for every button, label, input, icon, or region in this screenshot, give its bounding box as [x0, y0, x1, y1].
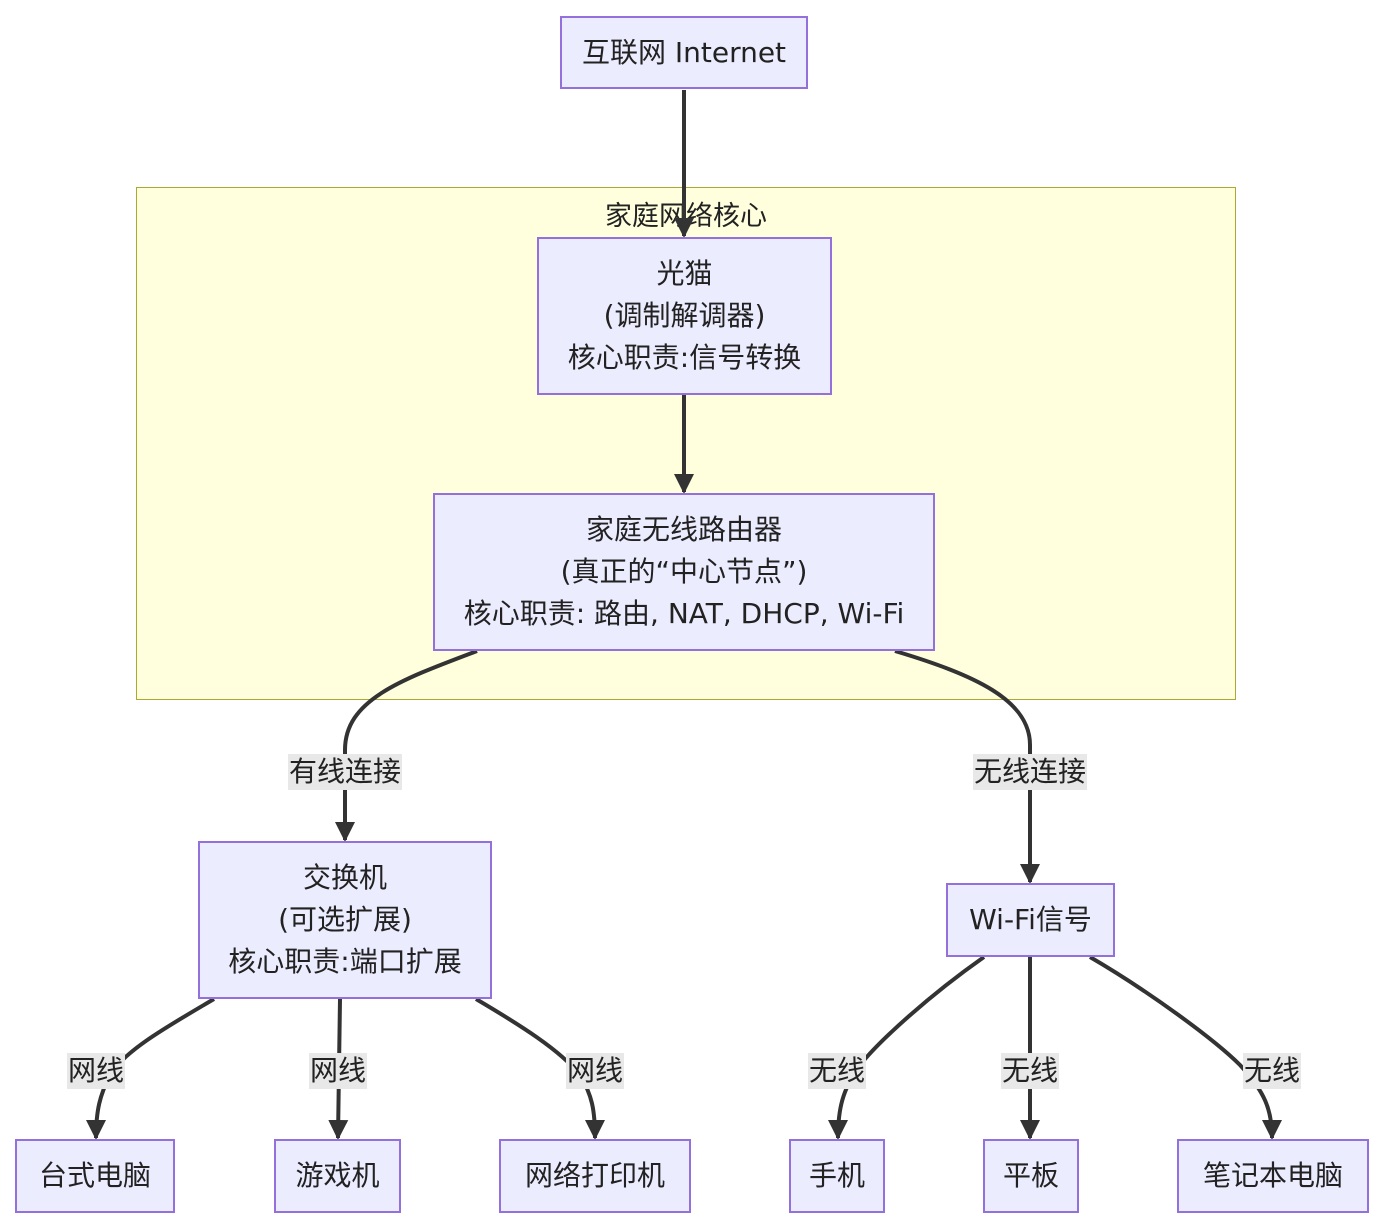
node-wifi-label: Wi-Fi信号 — [969, 903, 1092, 936]
node-switch-line-3: 核心职责:端口扩展 — [228, 945, 462, 978]
node-switch-line-1: 交换机 — [302, 861, 387, 894]
node-switch[interactable]: 交换机 (可选扩展) 核心职责:端口扩展 — [198, 841, 492, 999]
node-console-label: 游戏机 — [295, 1159, 380, 1192]
edge-router-switch — [335, 649, 478, 842]
node-router[interactable]: 家庭无线路由器 (真正的“中心节点”) 核心职责: 路由, NAT, DHCP,… — [433, 493, 935, 651]
edge-label-wireless-tablet: 无线 — [1000, 1053, 1060, 1089]
node-switch-line-2: (可选扩展) — [278, 903, 412, 936]
node-router-line-2: (真正的“中心节点”) — [560, 555, 808, 588]
node-router-line-1: 家庭无线路由器 — [585, 513, 782, 546]
node-wifi[interactable]: Wi-Fi信号 — [946, 883, 1115, 957]
edge-wifi-laptop — [1088, 955, 1282, 1140]
node-printer[interactable]: 网络打印机 — [499, 1139, 691, 1213]
node-laptop-label: 笔记本电脑 — [1202, 1159, 1343, 1192]
node-modem-line-3: 核心职责:信号转换 — [567, 341, 802, 374]
edge-label-cable-desktop: 网线 — [66, 1053, 126, 1089]
node-desktop[interactable]: 台式电脑 — [15, 1139, 175, 1213]
node-printer-label: 网络打印机 — [524, 1159, 665, 1192]
node-modem[interactable]: 光猫 (调制解调器) 核心职责:信号转换 — [537, 237, 832, 395]
node-tablet[interactable]: 平板 — [983, 1139, 1079, 1213]
node-router-line-3: 核心职责: 路由, NAT, DHCP, Wi-Fi — [463, 597, 905, 630]
edge-router-wifi — [894, 649, 1040, 884]
node-internet[interactable]: 互联网 Internet — [560, 16, 808, 89]
node-internet-label: 互联网 Internet — [581, 35, 787, 69]
edge-label-cable-printer: 网线 — [565, 1053, 625, 1089]
edge-label-wireless-laptop: 无线 — [1242, 1053, 1302, 1089]
node-phone-label: 手机 — [808, 1159, 865, 1192]
edge-label-wired: 有线连接 — [287, 754, 403, 790]
edge-label-wireless: 无线连接 — [972, 754, 1088, 790]
node-modem-line-2: (调制解调器) — [603, 299, 766, 332]
node-laptop[interactable]: 笔记本电脑 — [1177, 1139, 1369, 1213]
node-console[interactable]: 游戏机 — [274, 1139, 401, 1213]
edge-wifi-phone — [828, 955, 986, 1140]
node-tablet-label: 平板 — [1002, 1159, 1059, 1192]
edge-label-cable-console: 网线 — [308, 1053, 368, 1089]
edge-label-wireless-phone: 无线 — [807, 1053, 867, 1089]
node-modem-line-1: 光猫 — [656, 257, 713, 290]
node-phone[interactable]: 手机 — [789, 1139, 885, 1213]
node-desktop-label: 台式电脑 — [38, 1159, 151, 1192]
